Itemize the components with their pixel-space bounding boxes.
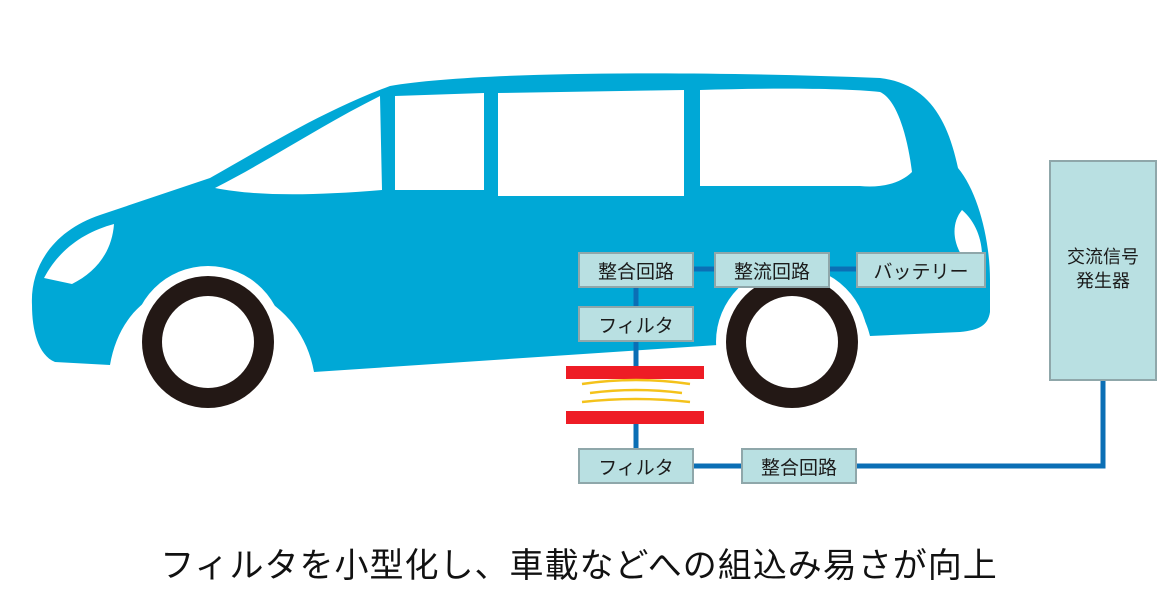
- rx-matching-circuit-box: 整合回路: [578, 252, 694, 288]
- windshield: [215, 96, 382, 195]
- tx-filter-label: フィルタ: [598, 456, 674, 479]
- rx-filter-label: フィルタ: [598, 314, 674, 337]
- rectifier-circuit-label: 整流回路: [733, 260, 810, 283]
- rectifier-circuit-box: 整流回路: [714, 252, 830, 288]
- front-side-window: [395, 93, 484, 190]
- generator-label-line2: 発生器: [1076, 271, 1130, 292]
- rear-side-window: [700, 88, 912, 187]
- wiring: [633, 266, 1106, 469]
- caption-text: フィルタを小型化し、車載などへの組込み易さが向上: [160, 546, 998, 586]
- taillight: [954, 210, 982, 256]
- magnetic-field-waves: [581, 378, 691, 404]
- rx-filter-box: フィルタ: [578, 306, 694, 342]
- rear-rim: [746, 296, 838, 388]
- tx-matching-circuit-box: 整合回路: [741, 448, 857, 484]
- front-rim: [162, 296, 254, 388]
- ac-signal-generator-box: 交流信号 発生器: [1049, 160, 1157, 381]
- battery-box: バッテリー: [856, 252, 986, 288]
- rx-matching-circuit-label: 整合回路: [597, 260, 674, 283]
- middle-side-window: [498, 90, 684, 196]
- receiver-coil-plate: [566, 366, 704, 379]
- generator-label-line1: 交流信号: [1067, 247, 1139, 268]
- transmitter-coil-plate: [566, 411, 704, 424]
- tx-matching-circuit-label: 整合回路: [760, 456, 837, 479]
- tx-filter-box: フィルタ: [578, 448, 694, 484]
- headlight: [44, 224, 114, 284]
- battery-label: バッテリー: [873, 260, 969, 283]
